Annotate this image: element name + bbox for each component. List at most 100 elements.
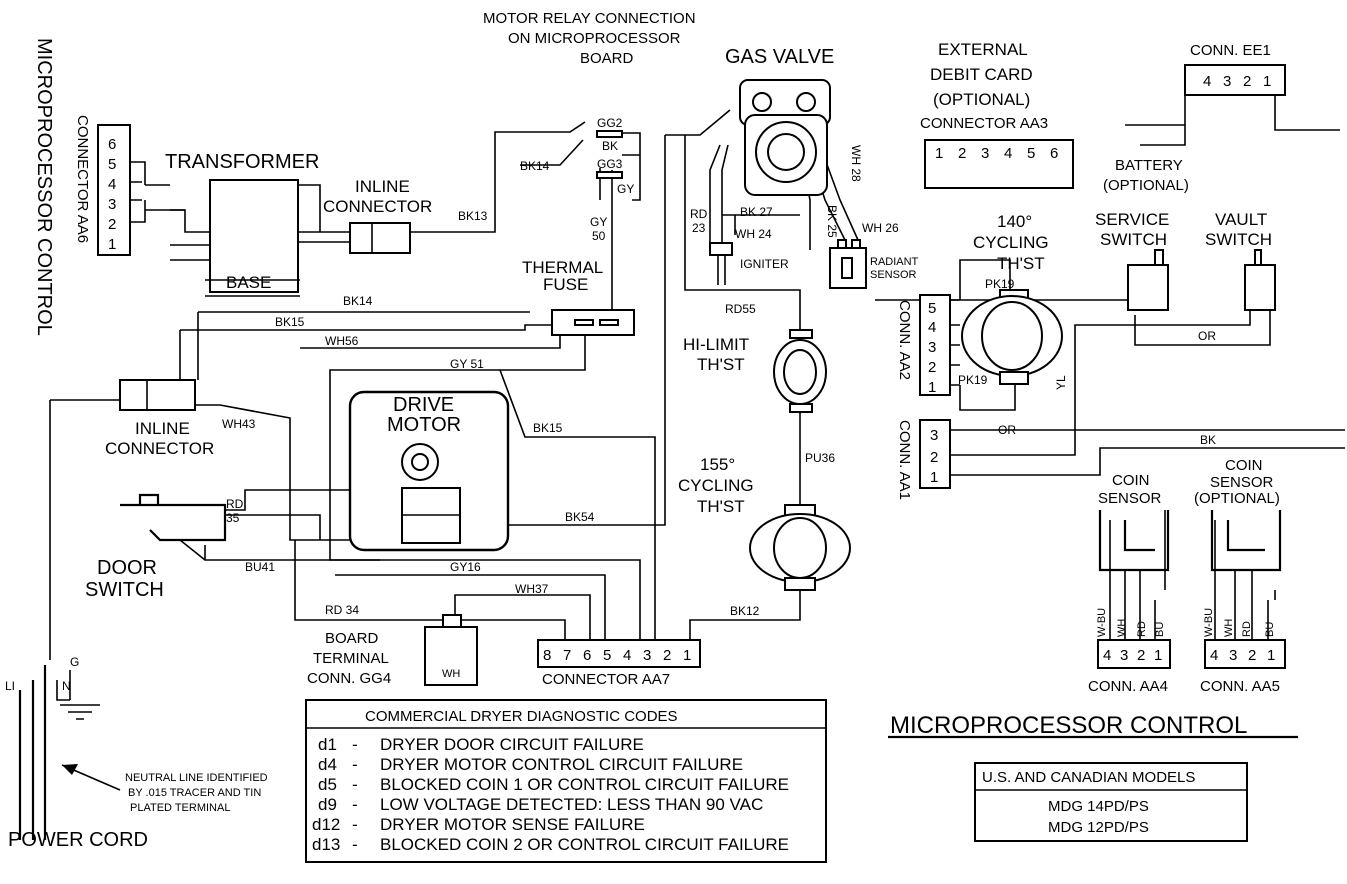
cycling140-label: CYCLING — [973, 233, 1049, 252]
coin-wire-label: BU — [1264, 622, 1276, 637]
neutral-note: BY .015 TRACER AND TIN — [128, 787, 261, 799]
svg-text:DRYER MOTOR SENSE FAILURE: DRYER MOTOR SENSE FAILURE — [380, 815, 645, 834]
conn-aa1-block — [919, 419, 951, 489]
wire-label: BK13 — [458, 209, 488, 223]
coin-sensor-label: SENSOR — [1098, 490, 1162, 507]
coin-sensor-opt-label: COIN — [1225, 457, 1263, 474]
aa7-pin: 1 — [683, 647, 691, 664]
aa7-pin: 8 — [543, 647, 551, 664]
diagnostic-row: d13 - BLOCKED COIN 2 OR CONTROL CIRCUIT … — [312, 835, 789, 854]
wires — [18, 95, 1345, 840]
thermal-fuse-label: FUSE — [543, 275, 588, 294]
wire-label: GY16 — [450, 560, 481, 574]
gas-valve-label: GAS VALVE — [725, 46, 834, 68]
svg-text:-: - — [352, 835, 358, 854]
transformer-base-label: BASE — [226, 273, 271, 292]
wire-label: 35 — [226, 511, 240, 525]
svg-text:DRYER DOOR CIRCUIT FAILURE: DRYER DOOR CIRCUIT FAILURE — [380, 735, 644, 754]
ee1-pin: 4 — [1203, 73, 1211, 90]
aa3-pin: 4 — [1004, 145, 1012, 162]
conn-ee1-block — [1184, 64, 1286, 96]
conn-aa2-label: CONN. AA2 — [896, 300, 913, 380]
coin-wire-label: RD — [1241, 621, 1253, 637]
pu36-label: PU36 — [805, 451, 835, 465]
rd23-label: 23 — [692, 221, 706, 235]
pk19-label: PK19 — [958, 373, 988, 387]
aa2-pin: 4 — [928, 319, 936, 336]
models-box — [974, 762, 1248, 842]
aa2-pin: 2 — [928, 359, 936, 376]
aa4-pin: 2 — [1137, 647, 1145, 664]
conn-aa2-block — [919, 294, 951, 396]
bk27-label: BK 27 — [740, 205, 773, 219]
svg-text:DRYER MOTOR CONTROL CIRCUIT FA: DRYER MOTOR CONTROL CIRCUIT FAILURE — [380, 755, 743, 774]
svg-text:-: - — [352, 755, 358, 774]
cycling140-label: 140° — [997, 212, 1032, 231]
aa3-pin: 3 — [981, 145, 989, 162]
wire-label: WH56 — [325, 334, 359, 348]
svg-text:BLOCKED COIN 1 OR CONTROL CIRC: BLOCKED COIN 1 OR CONTROL CIRCUIT FAILUR… — [380, 775, 789, 794]
bk-right-label: BK — [1200, 433, 1216, 447]
external-debit-label: DEBIT CARD — [930, 65, 1033, 84]
conn-aa4-label: CONN. AA4 — [1088, 678, 1168, 695]
aa2-pin: 1 — [928, 379, 936, 396]
diagnostic-row: d5 - BLOCKED COIN 1 OR CONTROL CIRCUIT F… — [318, 775, 789, 794]
aa5-pin: 2 — [1248, 647, 1256, 664]
svg-text:d12: d12 — [312, 815, 340, 834]
radiant-sensor-label: RADIANT — [870, 256, 919, 268]
cycling155-label: CYCLING — [678, 476, 754, 495]
coin-sensor-label: COIN — [1112, 472, 1150, 489]
aa7-pin: 2 — [663, 647, 671, 664]
components — [97, 64, 1298, 863]
rd55-label: RD55 — [725, 302, 756, 316]
svg-text:d4: d4 — [318, 755, 337, 774]
aa6-pin: 4 — [108, 176, 116, 193]
gy50-label: 50 — [592, 229, 606, 243]
transformer-label: TRANSFORMER — [165, 151, 319, 173]
wire-label: WH43 — [222, 417, 256, 431]
drive-motor-label: MOTOR — [387, 414, 461, 436]
ee1-pin: 1 — [1263, 73, 1271, 90]
or-label: OR — [998, 423, 1016, 437]
gg3-label: GG3 — [597, 157, 623, 171]
aa4-pin: 3 — [1120, 647, 1128, 664]
igniter-label: IGNITER — [740, 257, 789, 271]
coin-wire-label: RD — [1136, 621, 1148, 637]
cord-l-label: LI — [5, 679, 15, 693]
transformer-block — [209, 179, 299, 293]
coin-wire-label: WH — [1223, 619, 1235, 637]
wire-label: BK15 — [533, 421, 563, 435]
coin-wire-label: W-BU — [1203, 608, 1215, 637]
aa6-pin: 3 — [108, 196, 116, 213]
aa4-pin: 4 — [1103, 647, 1111, 664]
connector-aa3-label: CONNECTOR AA3 — [920, 115, 1048, 132]
wh26-label: WH 26 — [862, 221, 899, 235]
aa3-pin: 6 — [1050, 145, 1058, 162]
vault-switch-label: VAULT — [1215, 210, 1267, 229]
svg-text:BLOCKED COIN 2 OR CONTROL CIRC: BLOCKED COIN 2 OR CONTROL CIRCUIT FAILUR… — [380, 835, 789, 854]
svg-text:-: - — [352, 815, 358, 834]
aa6-pin: 1 — [108, 236, 116, 253]
power-cord-label: POWER CORD — [8, 829, 148, 851]
cord-n-label: N — [62, 679, 71, 693]
coin-sensor-aa5-shape — [1210, 510, 1282, 572]
aa2-pin: 3 — [928, 339, 936, 356]
yl-label: YL — [1054, 375, 1068, 390]
vault-switch-label: SWITCH — [1205, 230, 1272, 249]
battery-label: (OPTIONAL) — [1103, 177, 1189, 194]
wh-box-label: WH — [442, 668, 460, 680]
conn-aa1-label: CONN. AA1 — [896, 420, 913, 500]
aa6-pin: 5 — [108, 156, 116, 173]
wh24-label: WH 24 — [735, 227, 772, 241]
model-line: MDG 14PD/PS — [1048, 798, 1149, 815]
radiant-sensor-label: SENSOR — [870, 269, 917, 281]
hi-limit-label: HI-LIMIT — [683, 335, 749, 354]
main-title: MICROPROCESSOR CONTROL — [890, 712, 1247, 739]
bk-label: BK — [602, 139, 618, 153]
aa7-pin: 7 — [563, 647, 571, 664]
svg-text:d1: d1 — [318, 735, 337, 754]
coin-sensor-opt-label: SENSOR — [1210, 474, 1274, 491]
diagnostic-row: d12 - DRYER MOTOR SENSE FAILURE — [312, 815, 645, 834]
wh28-label: WH 28 — [849, 145, 863, 182]
